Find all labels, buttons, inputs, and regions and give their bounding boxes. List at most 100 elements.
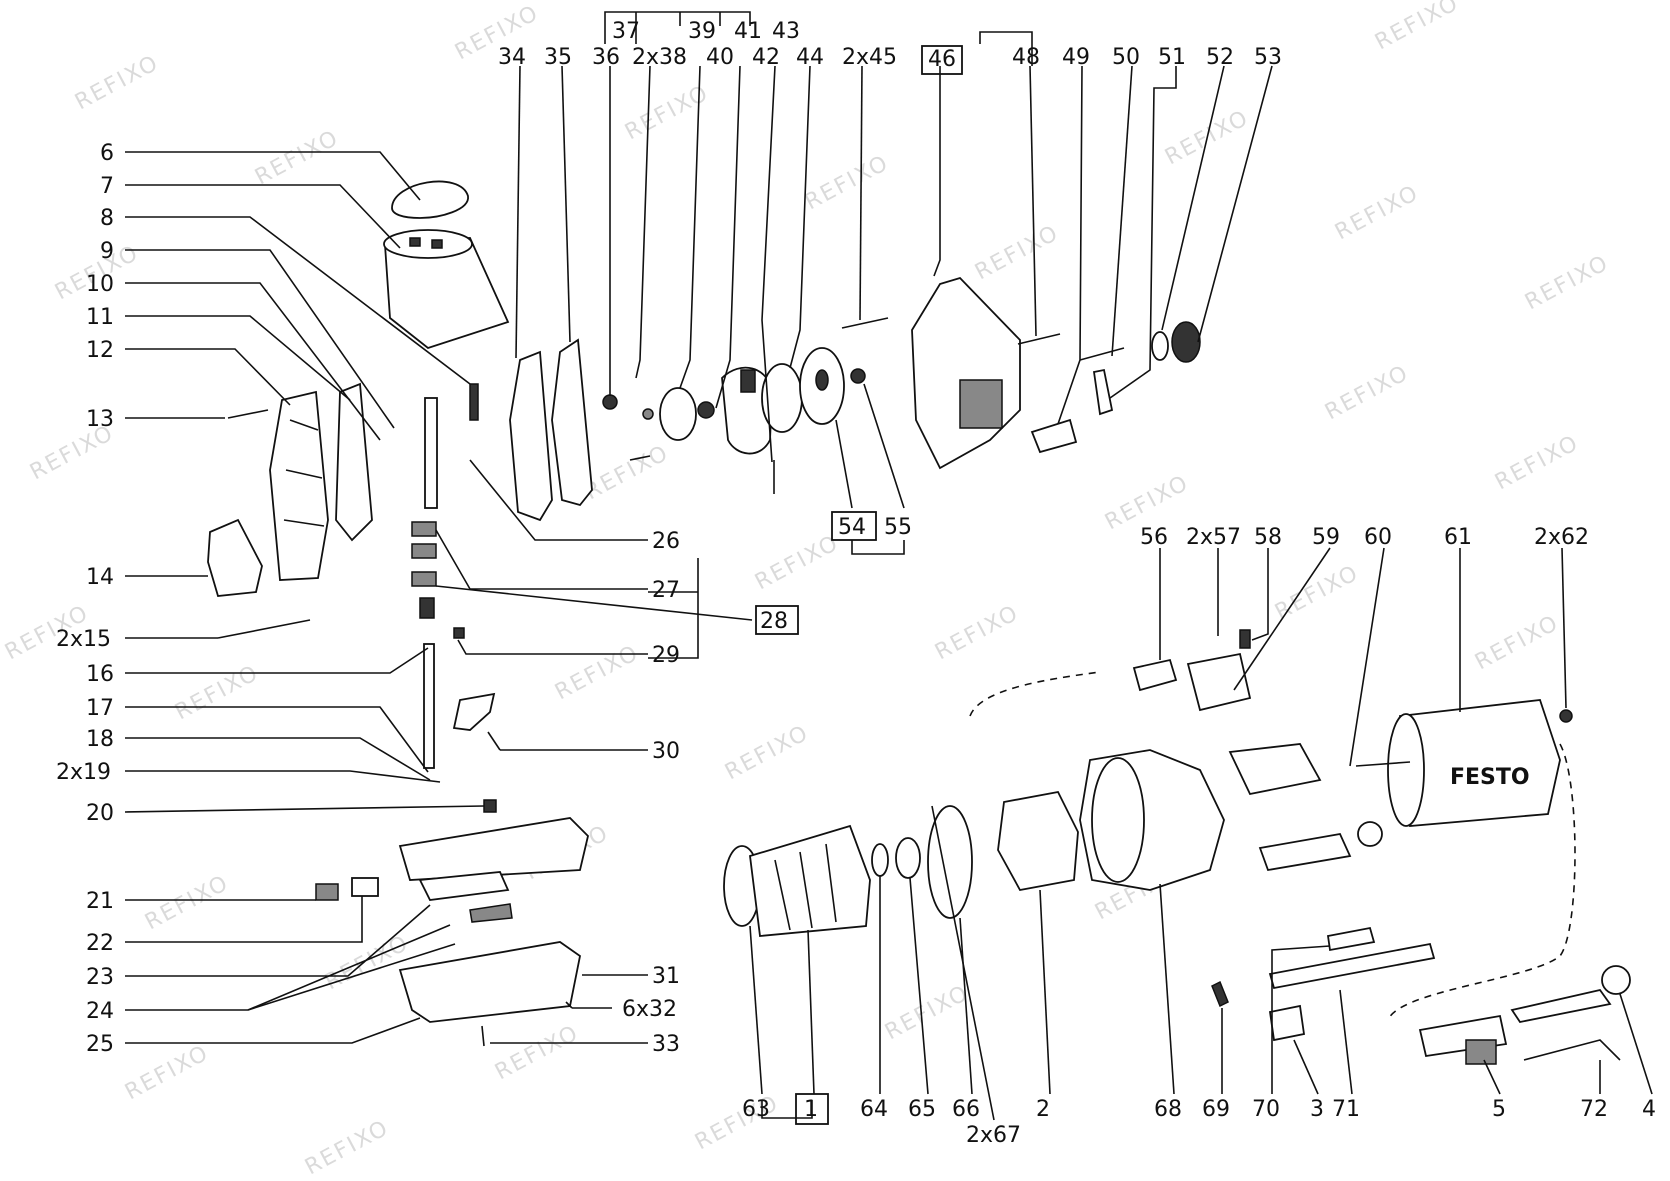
label-26: 26 [652,529,680,554]
part-6-cap [391,180,469,219]
watermark: REFIXO [1521,250,1613,315]
watermark: REFIXO [881,980,973,1045]
label-2x45: 2x45 [842,45,897,70]
label-17: 17 [86,696,114,721]
label-63: 63 [742,1097,770,1122]
label-29: 29 [652,643,680,668]
label-61: 61 [1444,525,1472,550]
label-3: 3 [1310,1097,1324,1122]
watermark: REFIXO [301,1115,393,1180]
label-2x15: 2x15 [56,627,111,652]
label-20: 20 [86,801,114,826]
label-16: 16 [86,662,114,687]
label-55: 55 [884,515,912,540]
label-24: 24 [86,999,114,1024]
watermark: REFIXO [971,220,1063,285]
label-30: 30 [652,739,680,764]
label-9: 9 [100,239,114,264]
label-66: 66 [952,1097,980,1122]
label-58: 58 [1254,525,1282,550]
label-60: 60 [1364,525,1392,550]
label-12: 12 [86,338,114,363]
label-69: 69 [1202,1097,1230,1122]
label-64: 64 [860,1097,888,1122]
label-11: 11 [86,305,114,330]
label-50: 50 [1112,45,1140,70]
label-56: 56 [1140,525,1168,550]
watermark: REFIXO [721,720,813,785]
watermark: REFIXO [71,50,163,115]
brand-label: FESTO [1450,765,1530,790]
label-39: 39 [688,19,716,44]
label-2x19: 2x19 [56,760,111,785]
label-51: 51 [1158,45,1186,70]
label-5: 5 [1492,1097,1506,1122]
label-44: 44 [796,45,824,70]
label-2: 2 [1036,1097,1050,1122]
label-52: 52 [1206,45,1234,70]
watermark: REFIXO [1331,180,1423,245]
watermark: REFIXO [1491,430,1583,495]
label-6x32: 6x32 [622,997,677,1022]
part-17-holder [452,692,496,731]
label-71: 71 [1332,1097,1360,1122]
watermark: REFIXO [581,440,673,505]
label-65: 65 [908,1097,936,1122]
label-70: 70 [1252,1097,1280,1122]
label-37: 37 [612,19,640,44]
watermark: REFIXO [1321,360,1413,425]
label-7: 7 [100,174,114,199]
part-34-plate [509,350,553,522]
part-35-gasket [551,338,593,507]
part-46-gear-housing [911,276,1021,470]
part-2-field [997,790,1079,892]
label-14: 14 [86,565,114,590]
label-49: 49 [1062,45,1090,70]
label-10: 10 [86,272,114,297]
watermark: REFIXO [551,640,643,705]
part-14-cover [207,518,263,597]
watermark: REFIXO [1371,0,1463,55]
part-base-assembly [398,817,589,881]
label-28: 28 [760,609,788,634]
part-16-blade [423,643,435,769]
watermark: REFIXO [1471,610,1563,675]
watermark: REFIXO [751,530,843,595]
label-48: 48 [1012,45,1040,70]
label-72: 72 [1580,1097,1608,1122]
label-13: 13 [86,407,114,432]
part-labels: 37 39 41 43 34 35 36 2x38 40 42 44 2x45 … [56,19,1656,1148]
part-8-clip [469,383,479,421]
part-26-rod [424,397,438,509]
label-4: 4 [1642,1097,1656,1122]
part-66-washer [927,805,973,919]
watermark: REFIXO [801,150,893,215]
label-42: 42 [752,45,780,70]
label-33: 33 [652,1032,680,1057]
watermark: REFIXO [251,125,343,190]
watermark: REFIXO [491,1020,583,1085]
label-31: 31 [652,964,680,989]
watermark: REFIXO [141,870,233,935]
label-40: 40 [706,45,734,70]
part-63-armature [749,824,871,937]
label-23: 23 [86,965,114,990]
label-34: 34 [498,45,526,70]
label-36: 36 [592,45,620,70]
label-68: 68 [1154,1097,1182,1122]
label-43: 43 [772,19,800,44]
boxed-label-frames [755,45,963,1125]
label-1: 1 [804,1097,818,1122]
part-11-gasket [335,382,373,542]
label-2x57: 2x57 [1186,525,1241,550]
part-25-sole [398,941,581,1023]
label-21: 21 [86,889,114,914]
label-8: 8 [100,206,114,231]
label-27: 27 [652,578,680,603]
label-2x62: 2x62 [1534,525,1589,550]
label-41: 41 [734,19,762,44]
label-2x67: 2x67 [966,1123,1021,1148]
part-12-shell [269,390,329,581]
label-35: 35 [544,45,572,70]
